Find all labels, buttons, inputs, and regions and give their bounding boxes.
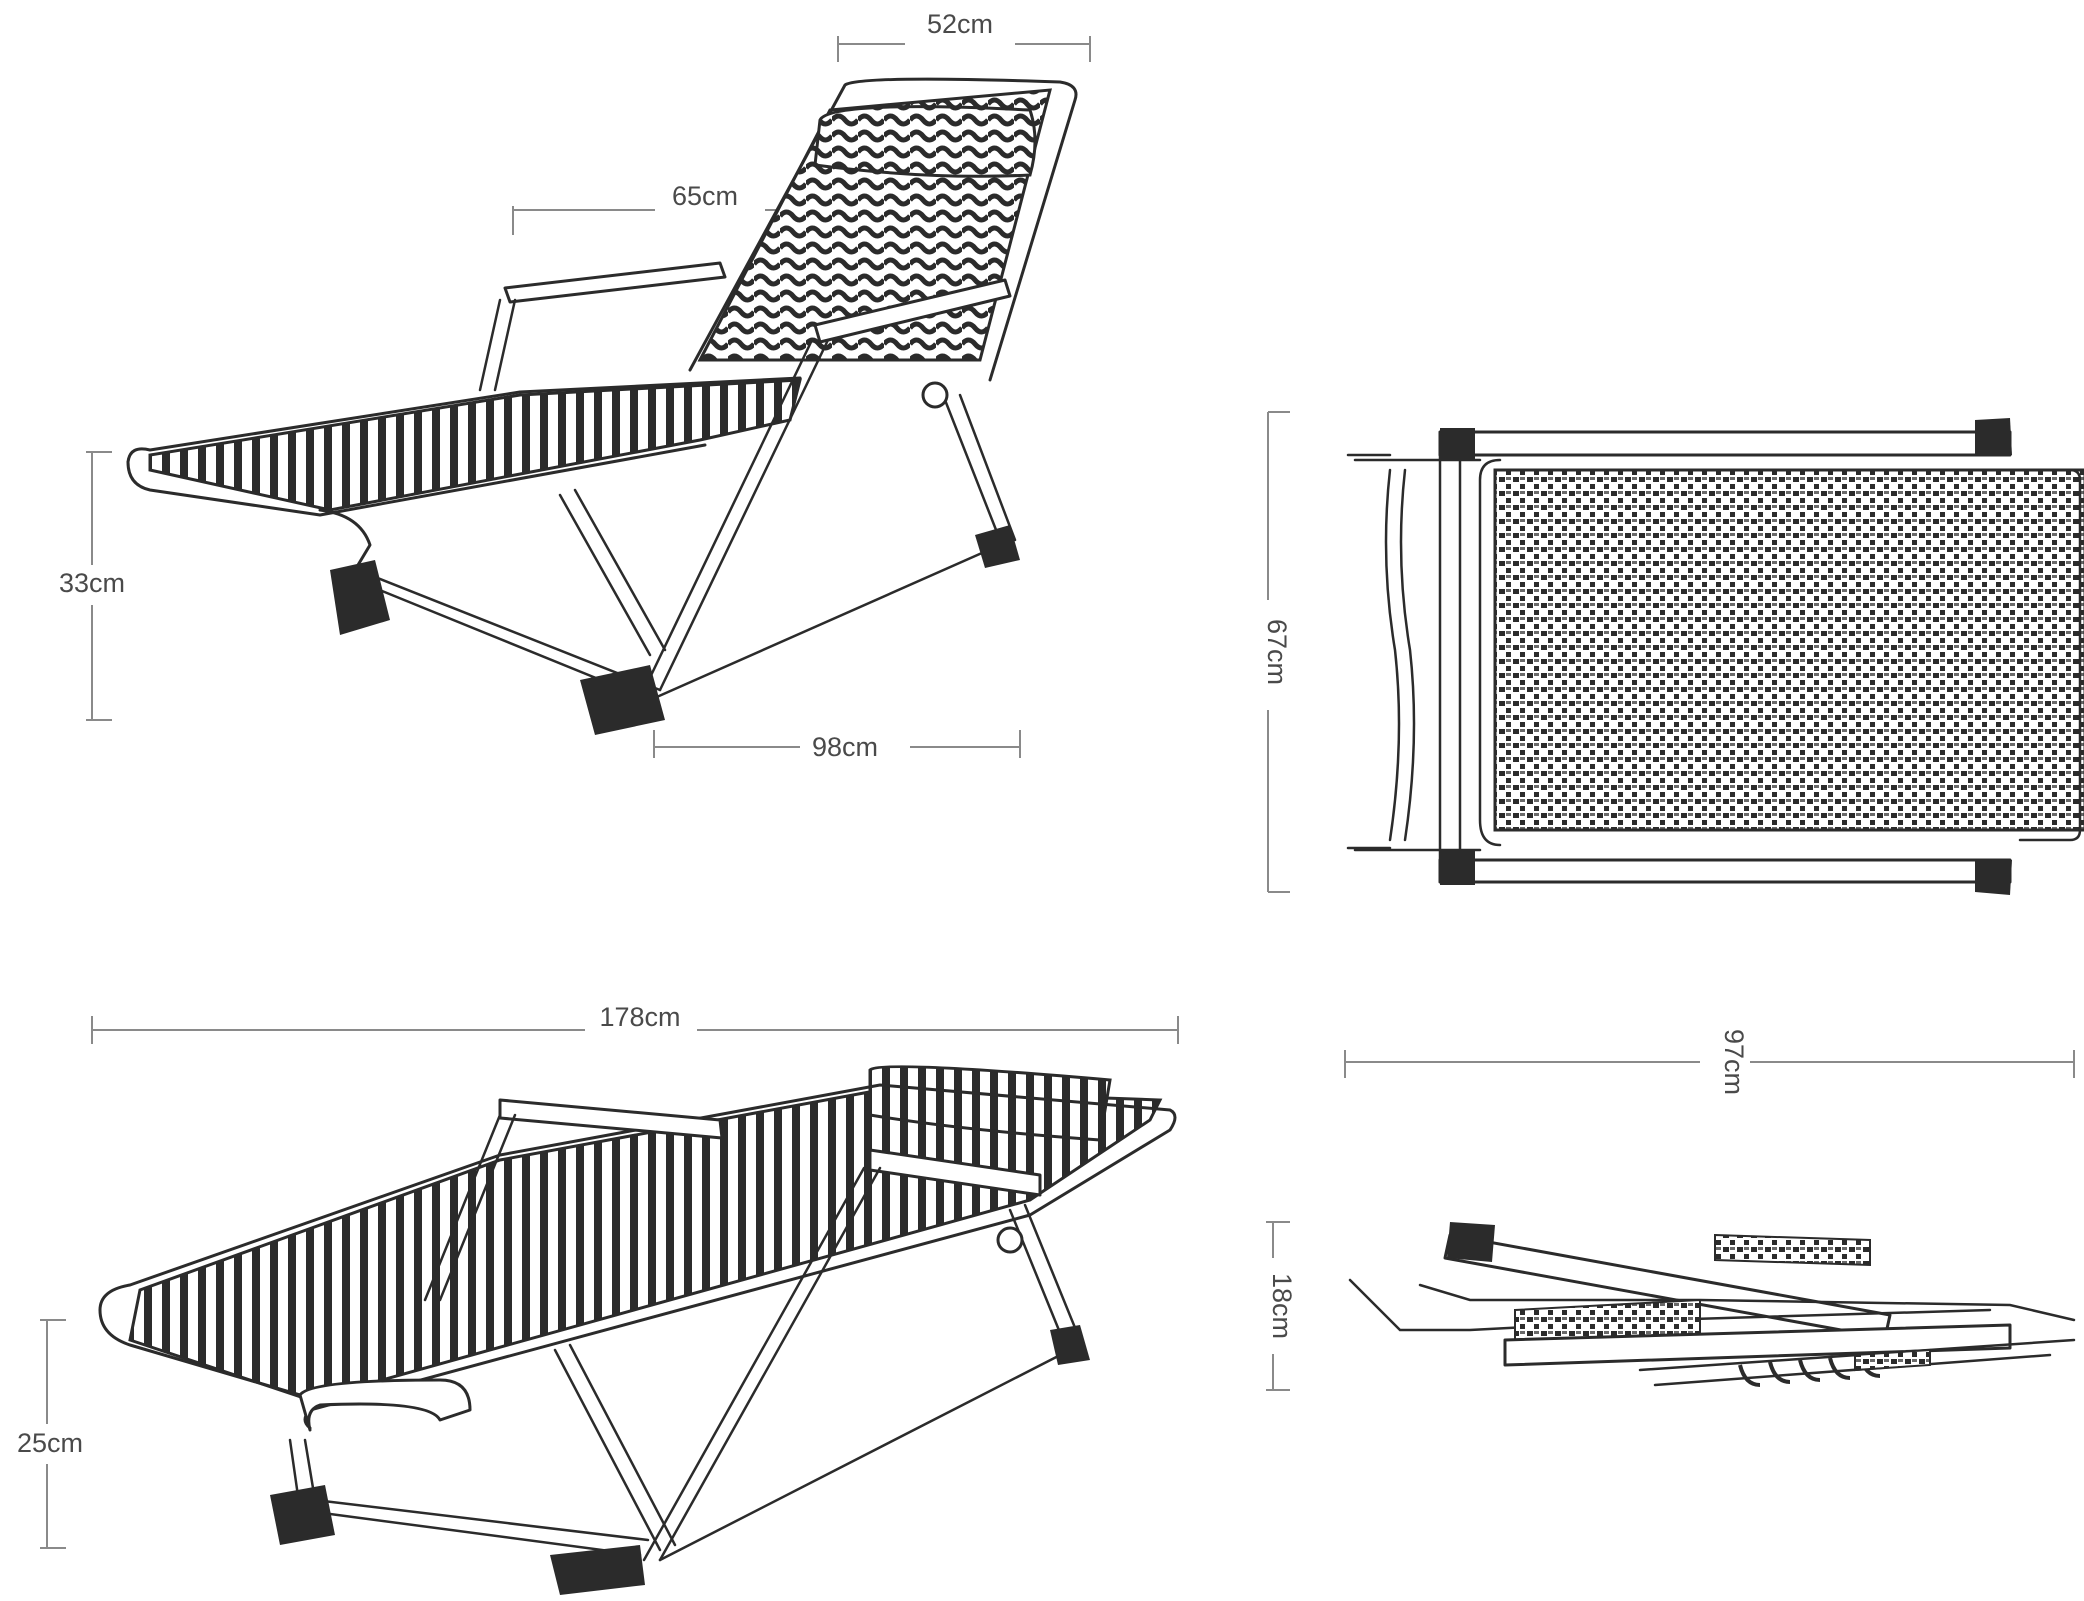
foot-icon: [975, 525, 1020, 568]
foot-icon: [1050, 1325, 1090, 1365]
folded-side-view: 97cm 18cm: [1250, 1029, 2076, 1391]
flat-view: 178cm 25cm: [0, 1000, 1179, 1595]
reclined-view: 52cm 65cm 33cm 98cm: [40, 6, 1091, 767]
dim-52: 52cm: [837, 6, 1091, 62]
dim-52-label: 52cm: [927, 9, 993, 39]
foot-icon: [270, 1485, 335, 1545]
dim-25-label: 25cm: [17, 1428, 83, 1458]
dim-65: 65cm: [512, 178, 885, 235]
dim-25: 25cm: [0, 1319, 100, 1549]
flat-chair-illustration: [98, 1065, 1177, 1595]
foot-icon: [330, 560, 390, 635]
foot-icon: [1440, 428, 1475, 460]
dim-33-label: 33cm: [59, 568, 125, 598]
foot-icon: [1447, 1222, 1495, 1262]
dim-67: 67cm: [1245, 411, 1292, 893]
dim-97: 97cm: [1344, 1029, 2075, 1152]
folded-side-illustration: [1348, 1222, 2076, 1387]
dim-98: 98cm: [653, 727, 1021, 767]
reclined-chair-illustration: [126, 77, 1078, 735]
foot-icon: [580, 665, 665, 735]
dim-178-label: 178cm: [599, 1002, 680, 1032]
foot-icon: [1440, 850, 1475, 885]
dim-65-label: 65cm: [672, 181, 738, 211]
dim-18-label: 18cm: [1267, 1273, 1297, 1339]
folded-top-illustration: [1346, 418, 2084, 895]
dim-18: 18cm: [1250, 1221, 1297, 1391]
dim-97-label: 97cm: [1719, 1029, 1749, 1095]
foot-icon: [1975, 418, 2012, 455]
dim-98-label: 98cm: [812, 732, 878, 762]
dim-33: 33cm: [40, 451, 144, 721]
foot-icon: [1975, 860, 2012, 895]
foot-icon: [550, 1545, 645, 1595]
dim-178: 178cm: [91, 1000, 1179, 1044]
folded-top-view: 67cm: [1245, 411, 2084, 895]
dim-67-label: 67cm: [1262, 619, 1292, 685]
